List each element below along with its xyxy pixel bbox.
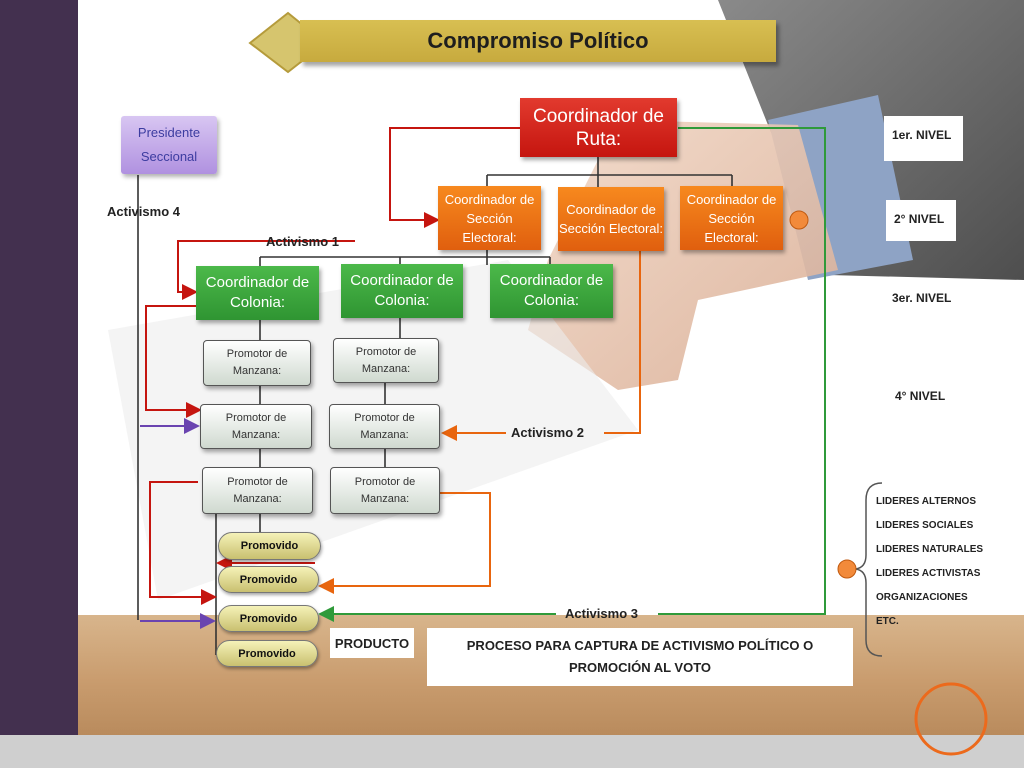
leader-item: LIDERES ALTERNOS <box>876 496 977 507</box>
page-title: Compromiso Político <box>300 20 776 62</box>
leader-item: LIDERES ACTIVISTAS <box>876 568 981 579</box>
promotor-manzana-box: Promotor de Manzana: <box>330 467 440 514</box>
promotor-manzana-box: Promotor de Manzana: <box>329 404 440 449</box>
coordinador-ruta-box: Coordinador de Ruta: <box>520 98 677 157</box>
leaders-list: LIDERES ALTERNOS LIDERES SOCIALES LIDERE… <box>876 490 1006 634</box>
activismo-4-label: Activismo 4 <box>107 204 180 219</box>
level-label: 2° NIVEL <box>886 200 956 241</box>
left-sidebar-band <box>0 0 78 735</box>
proceso-caption: PROCESO PARA CAPTURA DE ACTIVISMO POLÍTI… <box>427 628 853 686</box>
promotor-manzana-box: Promotor de Manzana: <box>203 340 311 386</box>
promotor-manzana-box: Promotor de Manzana: <box>200 404 312 449</box>
leader-item: ORGANIZACIONES <box>876 592 968 603</box>
producto-label: PRODUCTO <box>330 628 414 658</box>
coordinador-seccion-box: Coordinador de Sección Electoral: <box>558 187 664 251</box>
promovido-pill: Promovido <box>218 605 319 632</box>
promotor-manzana-box: Promotor de Manzana: <box>333 338 439 383</box>
coordinador-colonia-box: Coordinador de Colonia: <box>196 266 319 320</box>
activismo-3-label: Activismo 3 <box>565 606 638 621</box>
coordinador-seccion-box: Coordinador de Sección Electoral: <box>438 186 541 250</box>
leader-item: ETC. <box>876 616 899 627</box>
presidente-seccional-box: Presidente Seccional <box>121 116 217 174</box>
coordinador-colonia-box: Coordinador de Colonia: <box>490 264 613 318</box>
bottom-bar <box>0 735 1024 768</box>
promotor-manzana-box: Promotor de Manzana: <box>202 467 313 514</box>
level-label: 1er. NIVEL <box>884 116 963 161</box>
promovido-pill: Promovido <box>218 532 321 560</box>
leader-item: LIDERES NATURALES <box>876 544 984 555</box>
promovido-pill: Promovido <box>218 566 319 593</box>
leader-item: LIDERES SOCIALES <box>876 520 974 531</box>
activismo-2-label: Activismo 2 <box>511 425 584 440</box>
activismo-1-label: Activismo 1 <box>266 234 339 249</box>
coordinador-seccion-box: Coordinador de Sección Electoral: <box>680 186 783 250</box>
coordinador-colonia-box: Coordinador de Colonia: <box>341 264 463 318</box>
level-label: 3er. NIVEL <box>884 279 980 319</box>
level-label: 4° NIVEL <box>887 377 959 417</box>
promovido-pill: Promovido <box>216 640 318 667</box>
